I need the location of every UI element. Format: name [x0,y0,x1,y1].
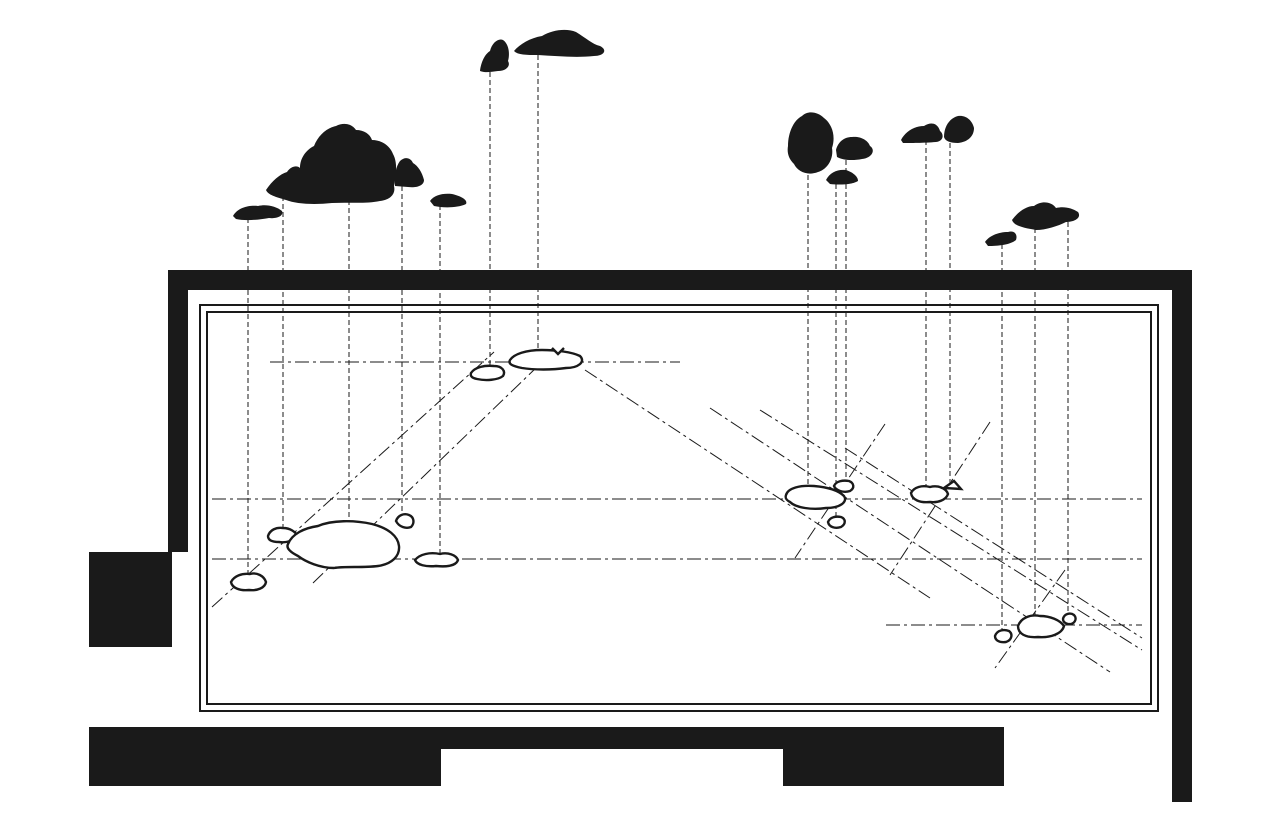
cloud-icon [985,231,1017,246]
reflection-outline [413,552,460,568]
floor-step-right [783,749,1004,786]
cloud-icon [514,29,605,57]
reflection-outline [508,348,584,371]
reflection-outline [286,520,401,570]
diagonal-peak-right [584,369,931,599]
diagonal-right-2 [759,409,1143,651]
diagonal-left-outer [211,351,495,608]
floor-slab [89,727,1004,749]
cloud-icon [480,39,509,73]
window-outer-frame [199,304,1159,712]
diagonal-right-1 [709,407,1111,673]
projection-lines [247,55,1069,631]
reflection-outline [993,628,1013,644]
cloud-icon [901,123,943,143]
cloud-icon [1012,202,1080,230]
viewing-window [199,304,1159,712]
diagonal-cross-2 [889,421,991,576]
cloud-icon [944,115,974,143]
cloud-icon [430,193,467,208]
reflection-outline [940,479,964,491]
cloud-icon [394,158,424,188]
reflection-outline [394,513,415,529]
cloud-icon [266,123,397,204]
reflection-outline [551,347,565,356]
reflection-outline [784,484,847,510]
roof-slab [168,270,1192,290]
wall-structure [89,270,1192,802]
cloud-icon [787,112,834,174]
cloud-icon [826,169,858,185]
reflection-outline [832,479,855,493]
left-wall [168,270,188,552]
window-inner-frame [206,311,1152,705]
cloud-icon [836,136,873,161]
reflection-outline [1016,614,1066,639]
reflection-outline [229,572,268,592]
reflection-outline [909,485,950,504]
reflection-outline [469,364,506,382]
left-block [89,552,172,647]
right-wall [1172,270,1192,802]
floor-step-left [89,749,441,786]
reflection-outline [826,515,846,529]
cloud-icon [233,205,283,221]
sky-clouds [233,29,1080,246]
diagonal-right-3 [844,447,1143,639]
reflections [229,347,1077,644]
reflection-outline [1061,612,1077,626]
